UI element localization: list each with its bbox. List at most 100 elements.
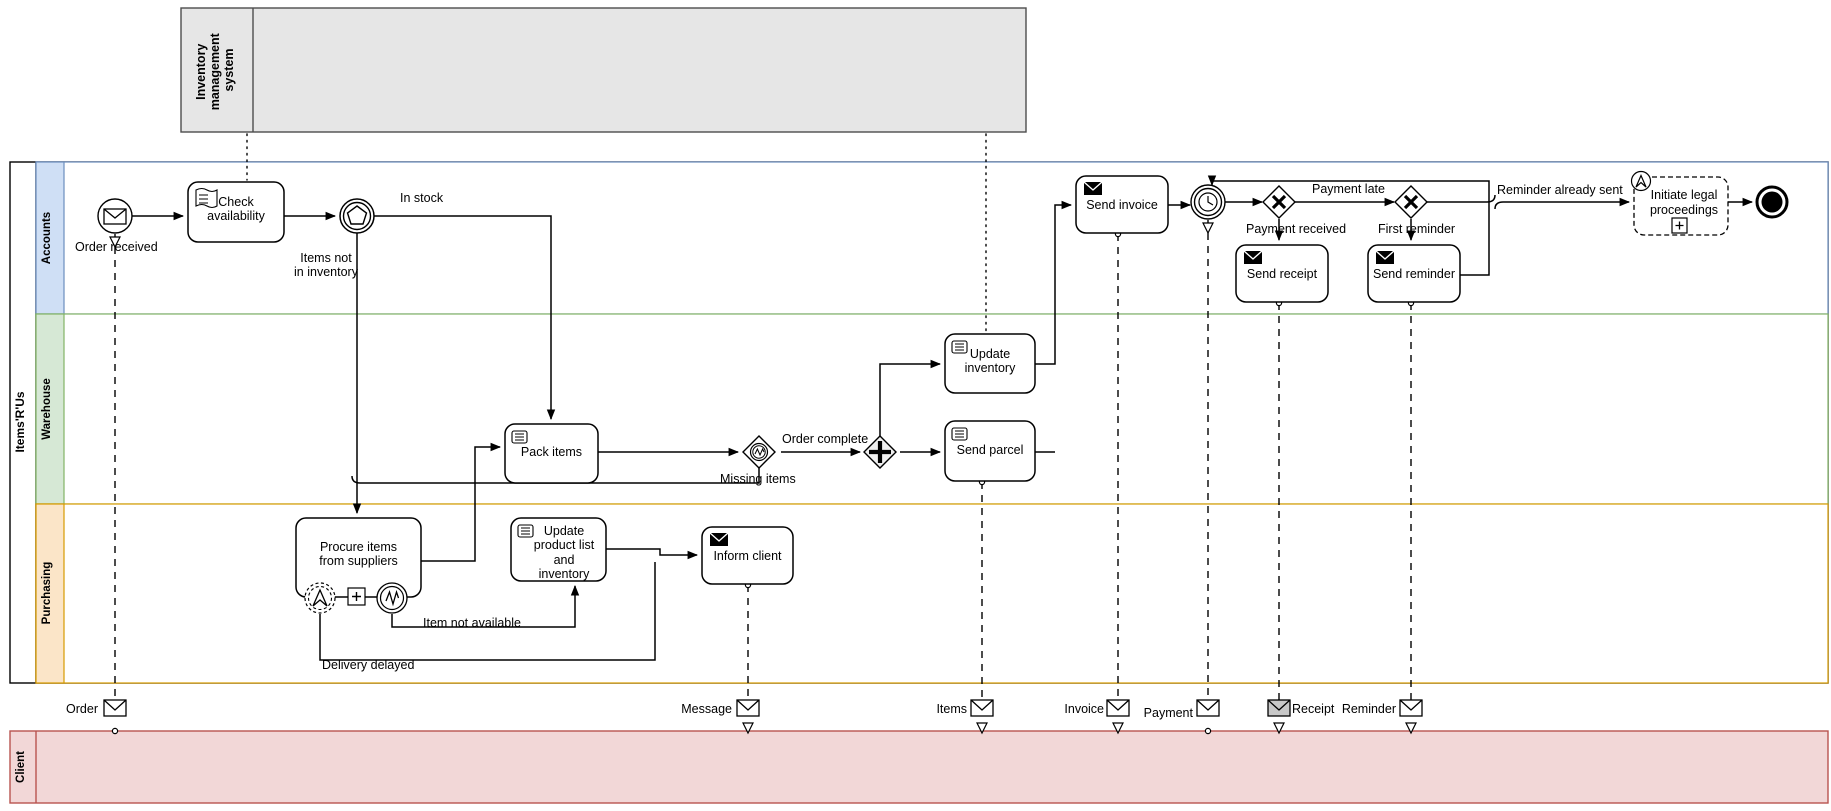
send-envelope-icon bbox=[1083, 181, 1103, 195]
pool-label-ims: Inventory management system bbox=[194, 30, 236, 111]
flow-jump-up bbox=[1486, 194, 1496, 203]
task-send-receipt[interactable] bbox=[1235, 244, 1329, 303]
escalation-start-event-icon[interactable] bbox=[1630, 170, 1652, 192]
flow-procure-to-pack bbox=[421, 442, 502, 562]
message-envelope-message[interactable] bbox=[736, 699, 760, 717]
subprocess-collapsed-marker[interactable] bbox=[347, 587, 366, 606]
gateway-parallel-split[interactable] bbox=[863, 435, 897, 469]
flow-label-item-not-available: Item not available bbox=[423, 616, 521, 630]
task-label-send-invoice: Send invoice bbox=[1086, 198, 1158, 212]
task-label-procure-items: Procure items from suppliers bbox=[319, 540, 398, 569]
envelope-icon bbox=[103, 208, 127, 225]
pool-label-client: Client bbox=[15, 751, 27, 783]
task-update-product-list-and-inventory[interactable] bbox=[510, 517, 607, 582]
lane-accounts[interactable]: Accounts bbox=[35, 161, 1829, 315]
subprocess-label-initiate-legal-proceedings: Initiate legal proceedings bbox=[1649, 188, 1719, 217]
client-arrowheads bbox=[742, 722, 1417, 735]
arrowhead-order-into-start bbox=[109, 236, 121, 249]
message-flow-label-payment: Payment bbox=[1143, 706, 1193, 720]
gateway-inclusive-stock-check[interactable] bbox=[339, 198, 375, 234]
flow-label-order-complete: Order complete bbox=[782, 432, 869, 446]
flow-label-in-stock: In stock bbox=[400, 191, 444, 205]
message-envelope-reminder[interactable] bbox=[1399, 699, 1423, 717]
event-subprocess-initiate-legal-proceedings[interactable] bbox=[1630, 170, 1729, 236]
flow-label-payment-received: Payment received bbox=[1246, 222, 1347, 236]
arrowhead-invoice bbox=[1112, 722, 1124, 735]
event-end-terminate[interactable] bbox=[1755, 185, 1789, 219]
pool-inventory-management-system[interactable]: Inventory management system bbox=[180, 7, 1027, 133]
sequence-flows bbox=[132, 175, 1754, 661]
lane-label-purchasing: Purchasing bbox=[41, 562, 53, 625]
origin-order-client bbox=[111, 727, 119, 735]
flow-missing-items-back-1 bbox=[360, 468, 760, 484]
boundary-event-signal[interactable] bbox=[376, 582, 408, 614]
event-timer-intermediate[interactable] bbox=[1190, 184, 1226, 220]
manual-icon bbox=[517, 524, 534, 538]
flow-reminder-sent-to-legal bbox=[1494, 197, 1631, 210]
manual-icon bbox=[511, 430, 528, 444]
event-label-order-received: Order received bbox=[75, 240, 158, 254]
task-label-send-reminder: Send reminder bbox=[1373, 267, 1455, 281]
send-envelope-icon bbox=[1375, 250, 1395, 264]
message-envelope-invoice[interactable] bbox=[1106, 699, 1130, 717]
message-flow-label-reminder: Reminder bbox=[1341, 702, 1396, 716]
arrowhead-receipt bbox=[1273, 722, 1285, 735]
message-flows bbox=[246, 133, 987, 333]
arrowhead-reminder bbox=[1405, 722, 1417, 735]
flow-label-reminder-already-sent: Reminder already sent bbox=[1497, 183, 1623, 197]
message-envelope-receipt[interactable] bbox=[1267, 699, 1291, 717]
arrowhead-message bbox=[742, 722, 754, 735]
task-label-inform-client: Inform client bbox=[713, 549, 782, 563]
send-envelope-icon bbox=[1243, 250, 1263, 264]
pool-client[interactable]: Client bbox=[9, 730, 1829, 804]
flow-inventory-to-invoice bbox=[1035, 200, 1073, 365]
flow-label-items-not-in-inventory: Items not in inventory bbox=[294, 251, 358, 280]
task-update-inventory[interactable] bbox=[944, 333, 1036, 394]
message-envelope-items[interactable] bbox=[970, 699, 994, 717]
task-check-availability[interactable] bbox=[187, 181, 285, 243]
script-icon bbox=[195, 187, 218, 209]
gateway-exclusive-payment[interactable] bbox=[1262, 185, 1296, 219]
send-envelope-icon bbox=[709, 532, 729, 546]
manual-icon bbox=[951, 427, 968, 441]
origin-payment-client bbox=[1204, 727, 1212, 735]
flow-parallel-to-update-inventory bbox=[879, 359, 942, 436]
flow-updateproduct-to-inform bbox=[606, 548, 699, 560]
task-inform-client[interactable] bbox=[701, 526, 794, 585]
task-label-send-parcel: Send parcel bbox=[956, 443, 1024, 457]
start-event-msg-arrow bbox=[109, 222, 1214, 249]
arrowhead-payment-into-timer bbox=[1202, 222, 1214, 235]
message-flow-label-invoice: Invoice bbox=[1064, 702, 1104, 716]
flow-delivery-delayed-to-inform bbox=[319, 562, 656, 661]
flow-label-first-reminder: First reminder bbox=[1378, 222, 1456, 236]
gateway-exclusive-reminder[interactable] bbox=[1394, 185, 1428, 219]
message-flow-label-receipt: Receipt bbox=[1292, 702, 1335, 716]
task-send-reminder[interactable] bbox=[1367, 244, 1461, 303]
message-flow-label-items: Items bbox=[936, 702, 967, 716]
flow-instock-to-pack bbox=[374, 215, 556, 421]
gateway-event-based-order-complete[interactable] bbox=[742, 435, 776, 469]
event-order-received[interactable] bbox=[97, 198, 133, 234]
message-envelope-order[interactable] bbox=[103, 699, 127, 717]
flow-label-delivery-delayed: Delivery delayed bbox=[322, 658, 415, 672]
lane-label-accounts: Accounts bbox=[41, 212, 53, 264]
flow-label-missing-items: Missing items bbox=[720, 472, 796, 486]
flow-item-not-available-to-update bbox=[391, 584, 580, 628]
task-send-parcel[interactable] bbox=[944, 420, 1036, 482]
flow-missing-items-corner bbox=[351, 475, 361, 484]
arrowhead-items bbox=[976, 722, 988, 735]
boundary-event-escalation-noninterrupting[interactable] bbox=[304, 582, 336, 614]
manual-icon bbox=[951, 340, 968, 354]
task-label-send-receipt: Send receipt bbox=[1246, 267, 1318, 281]
message-envelope-payment[interactable] bbox=[1196, 699, 1220, 717]
message-flow-label-message: Message bbox=[681, 702, 732, 716]
client-message-flows bbox=[114, 220, 1412, 700]
lane-warehouse[interactable]: Warehouse bbox=[35, 313, 1829, 505]
clock-icon bbox=[1198, 192, 1218, 212]
task-send-invoice[interactable] bbox=[1075, 175, 1169, 234]
subprocess-collapsed-marker[interactable] bbox=[1671, 217, 1688, 234]
task-label-update-product-list: Update product list and inventory bbox=[533, 524, 595, 582]
task-pack-items[interactable] bbox=[504, 423, 599, 484]
